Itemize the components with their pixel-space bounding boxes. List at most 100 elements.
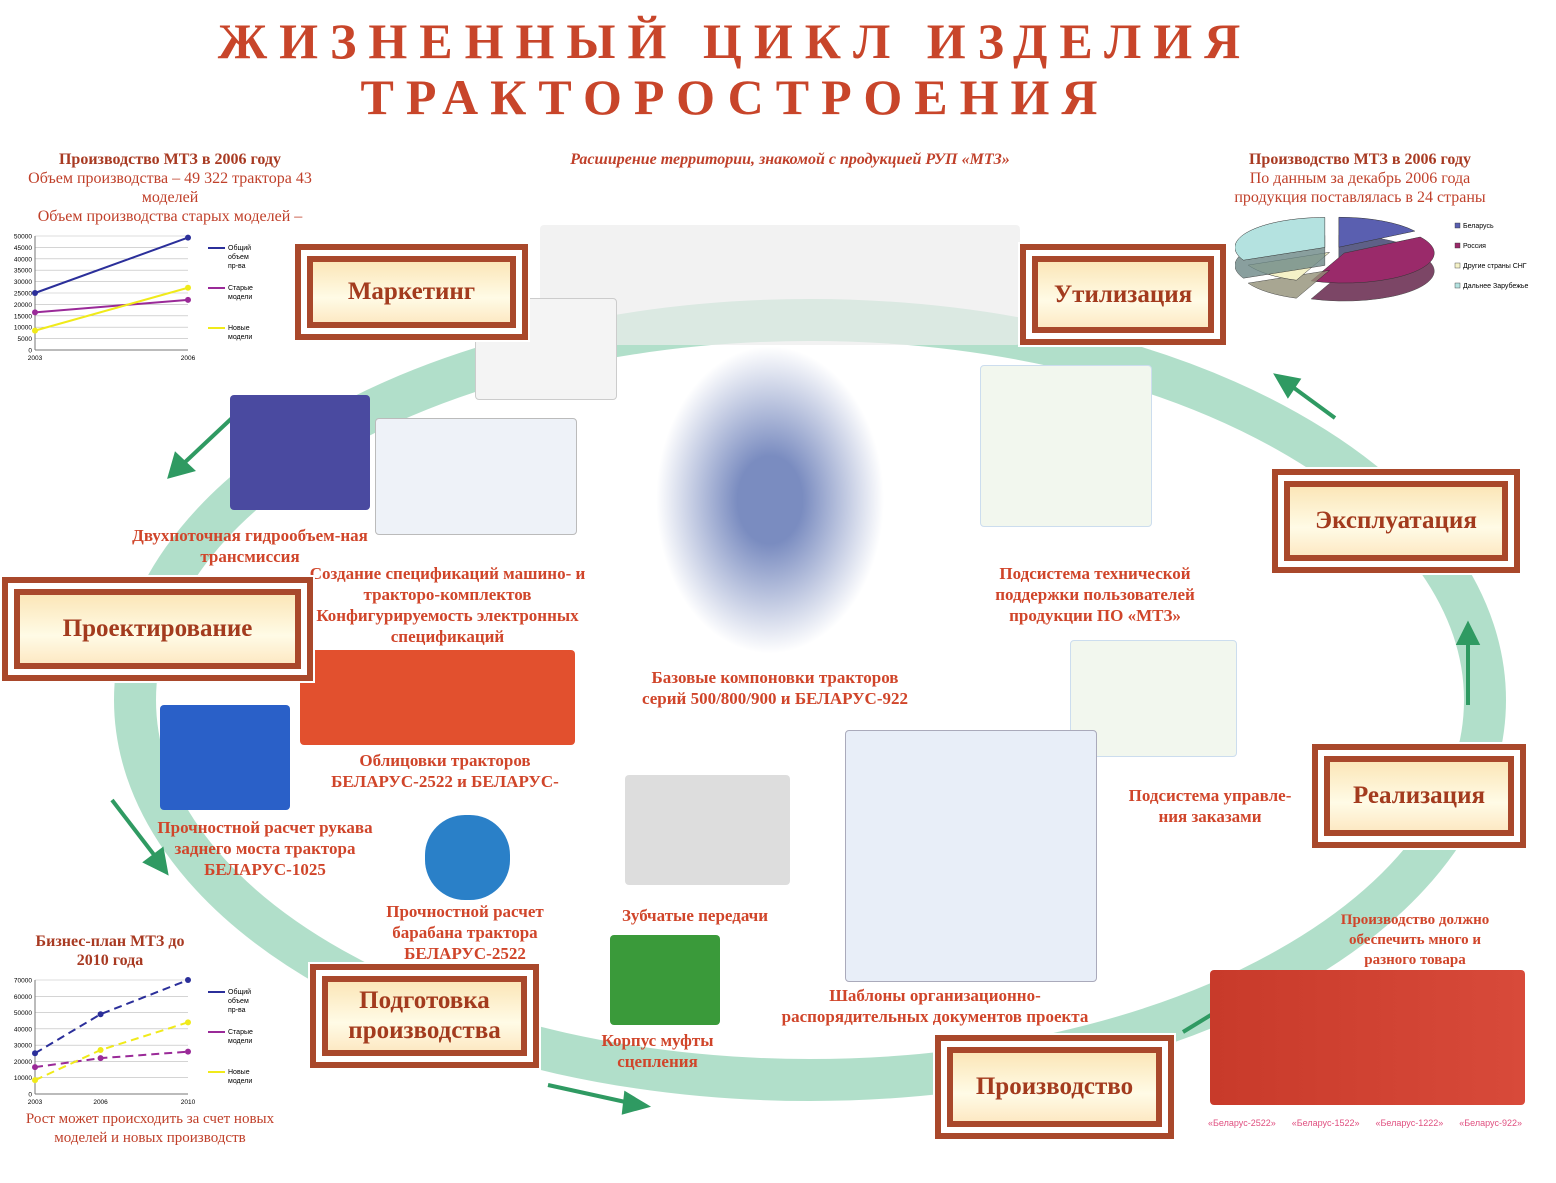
series-line: [34, 1050, 189, 1069]
stage-utilization[interactable]: Утилизация: [1018, 242, 1228, 347]
clutch-housing-image: [610, 935, 720, 1025]
pie-slice: [1310, 236, 1435, 284]
business-plan-line-chart: 0100002000030000400005000060000700002003…: [0, 972, 265, 1108]
info-line: продукция поставлялась в 24 страны: [1234, 189, 1486, 206]
x-tick-label: 2006: [181, 355, 196, 362]
tractor-layouts-image: [655, 345, 885, 655]
y-tick-label: 10000: [14, 1075, 32, 1082]
pie-slice-side: [1247, 269, 1331, 299]
caption-specs: Создание спецификаций машино- и тракторо…: [309, 564, 586, 646]
y-tick-label: 70000: [14, 978, 32, 985]
y-tick-label: 30000: [14, 1043, 32, 1050]
y-tick-label: 20000: [14, 1059, 32, 1066]
legend-swatch: [1454, 242, 1461, 249]
x-tick-label: 2003: [28, 355, 43, 362]
world-map-image: [540, 225, 1020, 345]
y-tick-label: 5000: [18, 336, 33, 343]
title-line-2: ТРАКТОРОСТРОЕНИЯ: [360, 69, 1110, 125]
y-tick-label: 35000: [14, 268, 32, 275]
data-point: [185, 1048, 191, 1055]
y-tick-label: 40000: [14, 256, 32, 263]
y-tick-label: 50000: [14, 1010, 32, 1017]
spec-screens-image: [375, 418, 577, 535]
production-2006-line-chart: 0500010000150002000025000300003500040000…: [0, 228, 265, 368]
info-heading: Производство МТЗ в 2006 году: [58, 151, 281, 168]
caption-clutch: Корпус муфты сцепления: [601, 1031, 714, 1071]
y-tick-label: 25000: [14, 291, 32, 298]
data-point: [97, 1047, 104, 1054]
tractor-model-label: «Беларус-2522»: [1208, 1118, 1276, 1128]
legend-label: Беларусь: [1463, 223, 1494, 230]
stage-design[interactable]: Проектирование: [0, 575, 315, 683]
stage-label: Проектирование: [20, 595, 295, 663]
map-caption: Расширение территории, знакомой с продук…: [570, 151, 1010, 168]
y-tick-label: 60000: [14, 994, 32, 1001]
y-tick-label: 50000: [14, 234, 32, 241]
stage-marketing[interactable]: Маркетинг: [293, 242, 530, 342]
data-point: [32, 290, 38, 296]
info-heading: Производство МТЗ в 2006 году: [1248, 151, 1471, 168]
data-point: [185, 977, 191, 983]
stage-label: Реализация: [1330, 762, 1508, 830]
data-point: [97, 1011, 104, 1018]
data-point: [32, 309, 38, 316]
tractor-model-label: «Беларус-1522»: [1291, 1118, 1360, 1128]
data-point: [185, 296, 191, 303]
data-point: [185, 234, 191, 241]
x-tick-label: 2003: [28, 1099, 43, 1106]
tractor-lineup-image: [1210, 970, 1525, 1105]
caption-templates: Шаблоны организационно-распорядительных …: [781, 986, 1089, 1026]
caption-axle: Прочностной расчет рукава заднего моста …: [157, 818, 373, 879]
legend-label: Россия: [1463, 243, 1486, 250]
pie-slice: [1338, 216, 1416, 248]
caption-variety: Производство должно обеспечить много и р…: [1340, 912, 1490, 968]
legend-swatch: [1454, 282, 1461, 289]
legend-label: Другие страны СНГ: [1463, 263, 1527, 270]
arrow-icon: [167, 451, 196, 479]
info-export-2006: Производство МТЗ в 2006 году По данным з…: [1210, 150, 1510, 207]
caption-transmission: Двухпоточная гидрообъем-ная трансмиссия: [132, 526, 368, 566]
info-line: По данным за декабрь 2006 года: [1249, 170, 1471, 187]
data-point: [97, 1055, 104, 1062]
data-point: [185, 284, 191, 291]
x-tick-label: 2010: [181, 1099, 196, 1106]
caption-support: Подсистема технической поддержки пользов…: [995, 564, 1195, 625]
transmission-image: [230, 395, 370, 510]
y-tick-label: 30000: [14, 279, 32, 286]
stage-production[interactable]: Производство: [933, 1033, 1176, 1141]
series-line: [34, 298, 189, 314]
caption-cladding: Облицовки тракторов БЕЛАРУС-2522 и БЕЛАР…: [331, 751, 559, 791]
cladding-image: [300, 650, 575, 745]
caption-drum: Прочностной расчет барабана трактора БЕЛ…: [386, 902, 544, 963]
legend-label: Дальнее Зарубежье: [1463, 282, 1529, 290]
series-line: [34, 286, 189, 332]
y-tick-label: 10000: [14, 325, 32, 332]
pie-slice: [1235, 217, 1326, 261]
stage-label: Подготовка производства: [328, 982, 521, 1050]
y-tick-label: 15000: [14, 313, 32, 320]
stage-label: Производство: [953, 1053, 1156, 1121]
data-point: [32, 1064, 38, 1071]
tractor-model-label: «Беларус-922»: [1459, 1118, 1522, 1128]
stage-label: Утилизация: [1038, 262, 1208, 327]
stage-preparation[interactable]: Подготовка производства: [308, 962, 541, 1070]
data-point: [185, 1019, 191, 1026]
stage-label: Маркетинг: [313, 262, 510, 322]
series-line: [34, 236, 189, 294]
info-line: Объем производства – 49 322 трактора 43 …: [28, 170, 312, 206]
tractor-model-label: «Беларус-1222»: [1375, 1118, 1444, 1128]
document-templates-image: [845, 730, 1097, 982]
data-point: [32, 327, 38, 334]
stage-operation[interactable]: Эксплуатация: [1270, 467, 1522, 575]
info-plan-heading: Бизнес-план МТЗ до 2010 года: [35, 933, 185, 969]
drum-analysis-image: [425, 815, 510, 900]
caption-base-layouts: Базовые компоновки тракторов серий 500/8…: [641, 668, 908, 708]
stage-label: Эксплуатация: [1290, 487, 1502, 555]
stage-sales[interactable]: Реализация: [1310, 742, 1528, 850]
series-line: [34, 979, 189, 1055]
